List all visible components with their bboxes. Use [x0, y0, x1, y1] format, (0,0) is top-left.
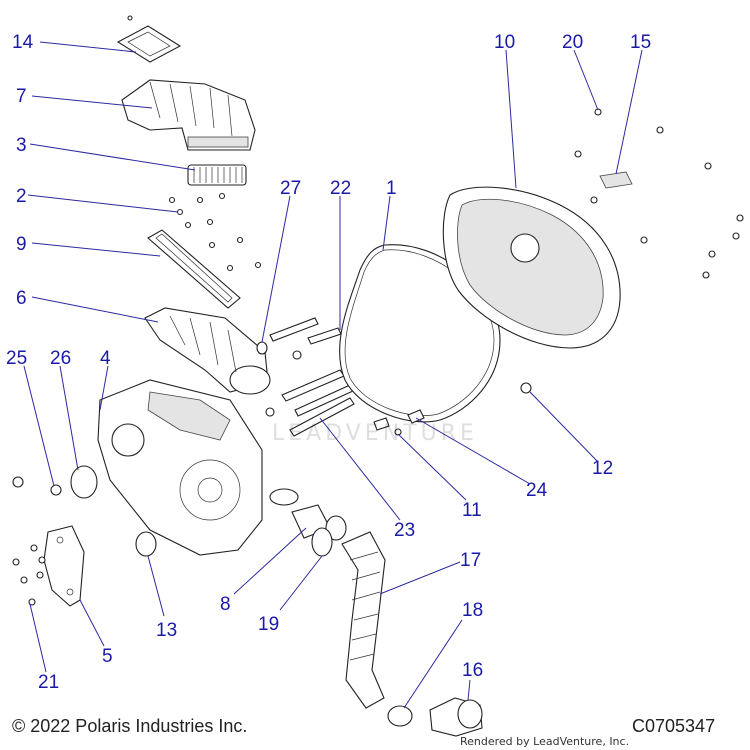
leader-23 — [319, 417, 401, 521]
part-12-nut — [520, 382, 532, 394]
part-25-26-plug-ring — [12, 465, 98, 499]
leader-1 — [382, 195, 391, 251]
callout-24: 24 — [526, 480, 548, 501]
part-16-coupler — [429, 697, 483, 737]
callout-1: 1 — [386, 178, 397, 199]
part-6-duct — [144, 307, 271, 395]
callout-15: 15 — [630, 32, 651, 53]
callout-8: 8 — [220, 594, 231, 615]
part-27-oring — [256, 341, 268, 355]
part-14-plate — [116, 15, 182, 63]
callout-13: 13 — [156, 620, 177, 641]
part-13-oring — [135, 531, 157, 557]
diagram-code: C0705347 — [632, 716, 716, 736]
leader-3 — [29, 143, 196, 171]
callout-10: 10 — [494, 32, 515, 53]
leader-6 — [31, 296, 159, 323]
render-note: Rendered by LeadVenture, Inc. — [460, 735, 630, 748]
part-18-clamp — [387, 705, 413, 727]
callout-6: 6 — [16, 288, 27, 309]
leader-14 — [39, 41, 137, 53]
leader-13 — [147, 555, 165, 617]
part-19-clamp — [311, 527, 333, 557]
part-24-11-bolts — [373, 409, 425, 436]
callout-14: 14 — [12, 32, 34, 53]
callout-4: 4 — [100, 348, 111, 369]
part-10-cover — [442, 186, 621, 349]
callout-23: 23 — [394, 520, 415, 541]
callout-27: 27 — [280, 178, 301, 199]
part-7-duct — [121, 79, 256, 151]
leader-18 — [403, 619, 463, 709]
leader-27 — [261, 195, 291, 343]
part-15-label — [599, 171, 633, 189]
callout-18: 18 — [462, 600, 483, 621]
leader-15 — [615, 49, 643, 175]
part-8-coupler — [269, 488, 347, 541]
part-21-bolts — [12, 544, 46, 606]
callout-20: 20 — [562, 32, 583, 53]
leader-12 — [529, 391, 599, 463]
callout-5: 5 — [102, 646, 113, 667]
part-5-bracket — [43, 525, 85, 607]
leader-4 — [99, 365, 109, 411]
callout-22: 22 — [330, 178, 351, 199]
copyright-text: © 2022 Polaris Industries Inc. — [12, 716, 248, 736]
leader-16 — [467, 679, 471, 701]
watermark: LEADVENTURE — [272, 421, 478, 446]
leader-20 — [573, 49, 599, 111]
leader-21 — [29, 603, 47, 673]
callout-16: 16 — [462, 660, 483, 681]
callout-19: 19 — [258, 614, 279, 635]
callout-9: 9 — [16, 234, 27, 255]
part-3-screen — [187, 164, 247, 186]
part-9-gasket — [147, 229, 241, 309]
callout-21: 21 — [38, 672, 59, 693]
leader-26 — [59, 365, 79, 471]
part-17-hose — [341, 531, 386, 709]
part-4-inner-cover — [97, 379, 263, 556]
leader-2 — [27, 194, 179, 213]
callout-2: 2 — [16, 186, 27, 207]
leader-5 — [79, 599, 105, 647]
leader-9 — [31, 242, 161, 257]
callout-3: 3 — [16, 135, 27, 156]
callout-12: 12 — [592, 458, 613, 479]
leader-24 — [415, 417, 531, 485]
part-2-screws — [168, 192, 262, 272]
leader-19 — [279, 555, 323, 611]
callout-7: 7 — [16, 86, 27, 107]
callout-17: 17 — [460, 550, 481, 571]
callout-26: 26 — [50, 348, 71, 369]
leader-11 — [397, 433, 467, 501]
leader-25 — [23, 365, 55, 487]
leader-8 — [233, 527, 307, 595]
callout-25: 25 — [6, 348, 27, 369]
leader-7 — [31, 95, 153, 109]
callout-11: 11 — [462, 500, 482, 521]
leader-17 — [379, 561, 461, 595]
leader-10 — [505, 49, 517, 189]
